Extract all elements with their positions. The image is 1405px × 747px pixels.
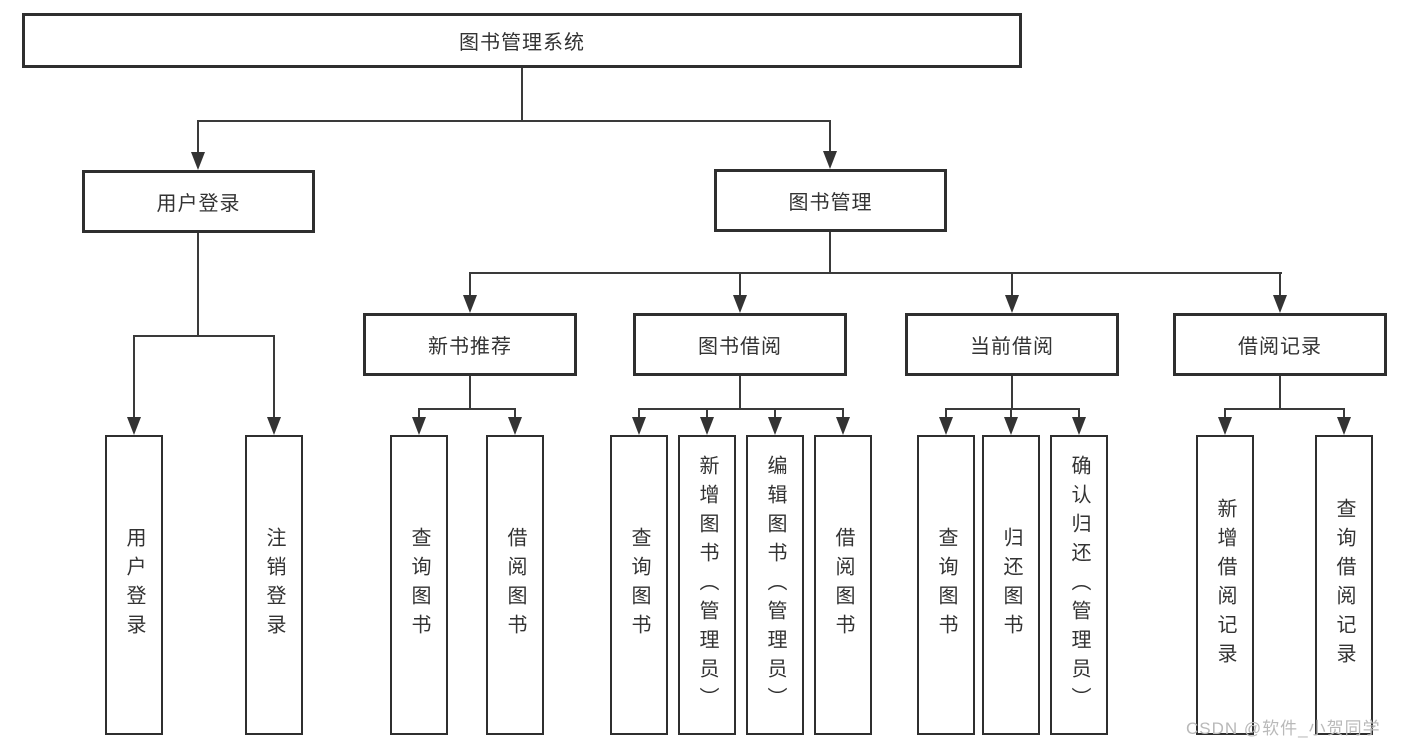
arrowhead-icon (508, 417, 522, 435)
csdn-watermark: CSDN @软件_小贺同学 (1186, 719, 1381, 738)
node-book-management: 图书管理 (714, 169, 947, 232)
node-user-login: 用户登录 (82, 170, 315, 233)
leaf-confirm-return-admin: 确认归还（管理员） (1050, 435, 1108, 735)
connector-line (1011, 272, 1013, 297)
connector-line (1279, 376, 1281, 410)
arrowhead-icon (191, 152, 205, 170)
leaf-query-borrow-record: 查询借阅记录 (1315, 435, 1373, 735)
arrowhead-icon (768, 417, 782, 435)
connector-line (1224, 408, 1345, 410)
connector-line (739, 272, 741, 297)
connector-line (418, 408, 420, 419)
connector-line (514, 408, 516, 419)
connector-line (706, 408, 708, 419)
leaf-query-books-1: 查询图书 (390, 435, 448, 735)
leaf-logout: 注销登录 (245, 435, 303, 735)
connector-line (418, 408, 516, 410)
connector-line (521, 68, 523, 122)
connector-line (1078, 408, 1080, 419)
connector-line (638, 408, 640, 419)
leaf-query-books-2: 查询图书 (610, 435, 668, 735)
arrowhead-icon (632, 417, 646, 435)
connector-line (469, 272, 471, 297)
node-current-borrowing: 当前借阅 (905, 313, 1119, 376)
arrowhead-icon (1005, 295, 1019, 313)
leaf-add-books-admin: 新增图书（管理员） (678, 435, 736, 735)
connector-line (829, 120, 831, 154)
arrowhead-icon (1004, 417, 1018, 435)
connector-line (1343, 408, 1345, 419)
connector-line (1011, 376, 1013, 410)
arrowhead-icon (700, 417, 714, 435)
arrowhead-icon (1072, 417, 1086, 435)
arrowhead-icon (823, 151, 837, 169)
node-new-book-recommend: 新书推荐 (363, 313, 577, 376)
arrowhead-icon (733, 295, 747, 313)
connector-line (469, 272, 1282, 274)
node-borrowing-records: 借阅记录 (1173, 313, 1387, 376)
leaf-borrow-books-2: 借阅图书 (814, 435, 872, 735)
leaf-borrow-books-1: 借阅图书 (486, 435, 544, 735)
arrowhead-icon (127, 417, 141, 435)
connector-line (197, 120, 831, 122)
leaf-return-books: 归还图书 (982, 435, 1040, 735)
connector-line (1010, 408, 1012, 419)
connector-line (842, 408, 844, 419)
leaf-add-borrow-record: 新增借阅记录 (1196, 435, 1254, 735)
arrowhead-icon (1218, 417, 1232, 435)
arrowhead-icon (939, 417, 953, 435)
arrowhead-icon (836, 417, 850, 435)
node-book-borrowing: 图书借阅 (633, 313, 847, 376)
connector-line (133, 335, 135, 419)
arrowhead-icon (1337, 417, 1351, 435)
connector-line (197, 120, 199, 154)
leaf-user-login: 用户登录 (105, 435, 163, 735)
connector-line (774, 408, 776, 419)
leaf-query-books-3: 查询图书 (917, 435, 975, 735)
arrowhead-icon (267, 417, 281, 435)
connector-line (273, 335, 275, 419)
arrowhead-icon (463, 295, 477, 313)
connector-line (197, 233, 199, 337)
connector-line (1279, 272, 1281, 297)
leaf-edit-books-admin: 编辑图书（管理员） (746, 435, 804, 735)
connector-line (829, 232, 831, 274)
connector-line (638, 408, 844, 410)
connector-line (945, 408, 1080, 410)
arrowhead-icon (412, 417, 426, 435)
connector-line (1224, 408, 1226, 419)
connector-line (739, 376, 741, 410)
connector-line (945, 408, 947, 419)
connector-line (469, 376, 471, 410)
arrowhead-icon (1273, 295, 1287, 313)
connector-line (133, 335, 275, 337)
node-root: 图书管理系统 (22, 13, 1022, 68)
